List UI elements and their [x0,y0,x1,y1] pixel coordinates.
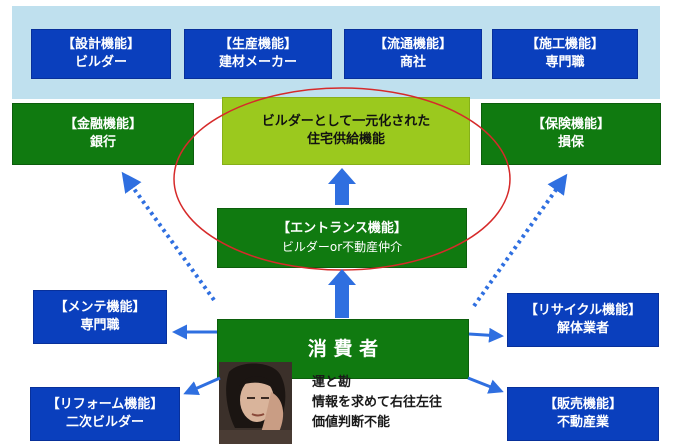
distribution-function-title: 【流通機能】 [373,37,452,52]
caption-line1: 運と勘 [312,375,352,390]
arrow-to-recycle [468,327,504,343]
dotted-arrow-to-finance [121,171,216,302]
integrated-supply-line1: ビルダーとして一元化された [261,114,431,129]
reform-function-box: 【リフォーム機能】 二次ビルダー [30,387,180,441]
consumer-caption: 運と勘 情報を求めて右往左往 価値判断不能 [312,373,442,433]
production-function-box: 【生産機能】 建材メーカー [184,29,332,79]
production-function-title: 【生産機能】 [218,37,297,52]
dotted-arrow-to-insurance [472,173,568,308]
recycle-function-box: 【リサイクル機能】 解体業者 [507,293,659,347]
consumer-label: 消 費 者 [307,338,379,360]
worried-person-illustration [219,362,292,444]
arrow-entrance-to-center [328,168,356,205]
production-function-sub: 建材メーカー [218,55,297,70]
integrated-supply-box: ビルダーとして一元化された 住宅供給機能 [222,97,470,165]
maintenance-function-box: 【メンテ機能】 専門職 [33,290,167,344]
design-function-box: 【設計機能】 ビルダー [31,29,171,79]
sales-function-sub: 不動産業 [556,415,609,430]
sales-function-box: 【販売機能】 不動産業 [507,387,659,441]
construction-function-title: 【施工機能】 [525,37,604,52]
arrow-consumer-to-entrance [328,269,356,318]
distribution-function-box: 【流通機能】 商社 [344,29,482,79]
caption-line3: 価値判断不能 [312,415,391,430]
recycle-function-sub: 解体業者 [556,321,609,336]
finance-function-title: 【金融機能】 [63,117,142,132]
distribution-function-sub: 商社 [399,55,426,70]
arrow-to-sales [467,376,504,394]
sales-function-title: 【販売機能】 [543,397,622,412]
reform-function-sub: 二次ビルダー [65,415,144,430]
entrance-function-sub: ビルダーor不動産仲介 [281,240,403,254]
worried-person-photo [219,362,292,444]
design-function-sub: ビルダー [74,55,127,70]
integrated-supply-line2: 住宅供給機能 [306,132,385,147]
entrance-function-title: 【エントランス機能】 [277,221,407,236]
insurance-function-title: 【保険機能】 [531,117,610,132]
maintenance-function-title: 【メンテ機能】 [54,300,146,315]
insurance-function-box: 【保険機能】 損保 [481,103,661,165]
maintenance-function-sub: 専門職 [80,318,120,333]
caption-line2: 情報を求めて右往左往 [312,395,443,410]
construction-function-sub: 専門職 [545,55,585,70]
reform-function-title: 【リフォーム機能】 [46,397,164,412]
construction-function-box: 【施工機能】 専門職 [492,29,638,79]
design-function-title: 【設計機能】 [61,37,140,52]
finance-function-box: 【金融機能】 銀行 [12,103,194,165]
arrow-to-reform [183,376,221,396]
recycle-function-title: 【リサイクル機能】 [524,303,642,318]
insurance-function-sub: 損保 [557,135,584,150]
finance-function-sub: 銀行 [89,135,116,150]
